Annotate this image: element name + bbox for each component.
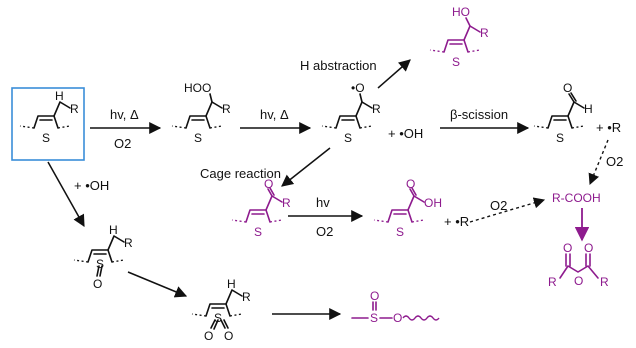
anhydride-bridge-o: O: [574, 274, 583, 288]
r-group: R: [70, 102, 79, 116]
h-atom: H: [55, 89, 64, 103]
r-group: R: [480, 26, 489, 40]
alcohol-product: S HO R: [429, 5, 489, 69]
anhydride-product: O O O R R: [548, 241, 609, 289]
arrow-sulfoxide-to-sulfone: [127, 271, 188, 298]
label-beta-scission: β-scission: [450, 107, 508, 122]
hydroxyl-group: OH: [424, 196, 442, 210]
r-group-right: R: [600, 275, 609, 289]
sulfinate-double-o: O: [370, 289, 379, 303]
hydroperoxide-group: HOO: [184, 81, 211, 95]
label-hv-delta-1: hv, Δ: [110, 107, 139, 122]
arrow-r-mid-to-acid: [469, 197, 546, 223]
polymer-chain-wavy: [402, 315, 440, 321]
arrow-r-to-acid: [588, 139, 609, 186]
h-atom: H: [109, 223, 118, 237]
ketone-product: S O R: [231, 177, 291, 239]
r-group: R: [222, 102, 231, 116]
h-atom: H: [227, 277, 236, 291]
arrow-cage-reaction: [281, 147, 331, 187]
sulfone-intermediate: S O O H R: [191, 277, 251, 343]
thiophene-s: S: [452, 55, 460, 69]
carbonyl-o: O: [264, 177, 273, 191]
r-group-left: R: [548, 275, 557, 289]
sulfoxide-intermediate: S O H R: [73, 223, 133, 291]
label-o2-mid: O2: [490, 198, 507, 213]
label-plus-r-mid: + •R: [444, 214, 469, 229]
acid-anhydride-group: R-COOH O O O R R: [548, 191, 609, 289]
sulfone-o-left: O: [204, 329, 213, 343]
label-o2-right: O2: [606, 154, 623, 169]
hydroperoxide-intermediate: S HOO R: [171, 81, 231, 145]
r-group: R: [242, 290, 251, 304]
thiophene-s: S: [556, 131, 564, 145]
carbonyl-o: O: [406, 177, 415, 191]
label-plus-oh-side: + •OH: [74, 178, 109, 193]
label-plus-oh-mid: + •OH: [388, 126, 423, 141]
sulfoxide-s: S: [96, 257, 104, 271]
anhydride-o-right: O: [584, 241, 593, 255]
r-group: R: [372, 102, 381, 116]
carboxylic-acid-product: S O OH: [373, 177, 442, 239]
sulfinate-s: S: [370, 311, 378, 325]
highlight-box: [11, 87, 85, 161]
label-hv-3: hv: [316, 195, 330, 210]
r-group: R: [124, 236, 133, 250]
aldehyde-product: S O H: [533, 81, 593, 145]
sulfinate-ester-product: S O O: [351, 289, 440, 325]
label-hv-delta-2: hv, Δ: [260, 107, 289, 122]
label-plus-r-top: + •R: [596, 120, 621, 135]
anhydride-o-left: O: [563, 241, 572, 255]
alkoxy-radical-intermediate: S •O R: [321, 81, 381, 145]
r-group: R: [282, 196, 291, 210]
label-h-abstraction: H abstraction: [300, 58, 377, 73]
label-cage-reaction: Cage reaction: [200, 166, 281, 181]
thiophene-s: S: [254, 225, 262, 239]
hydroxyl-group: HO: [452, 5, 470, 19]
sulfinate-ester-o: O: [393, 311, 402, 325]
thiophene-s: S: [42, 131, 50, 145]
sulfone-o-right: O: [224, 329, 233, 343]
label-o2-1: O2: [114, 136, 131, 151]
alkoxy-radical-o: •O: [351, 81, 365, 95]
sulfoxide-o: O: [93, 277, 102, 291]
sulfone-s: S: [214, 311, 222, 325]
h-atom: H: [584, 102, 593, 116]
starting-polymer: S H R: [11, 87, 85, 161]
arrow-h-abstraction: [377, 59, 411, 89]
thiophene-s: S: [396, 225, 404, 239]
r-cooh-label: R-COOH: [552, 191, 601, 205]
carbonyl-o: O: [563, 81, 572, 95]
thiophene-s: S: [194, 131, 202, 145]
thiophene-s: S: [344, 131, 352, 145]
label-o2-3: O2: [316, 224, 333, 239]
arrow-start-to-sulfoxide: [47, 161, 85, 228]
